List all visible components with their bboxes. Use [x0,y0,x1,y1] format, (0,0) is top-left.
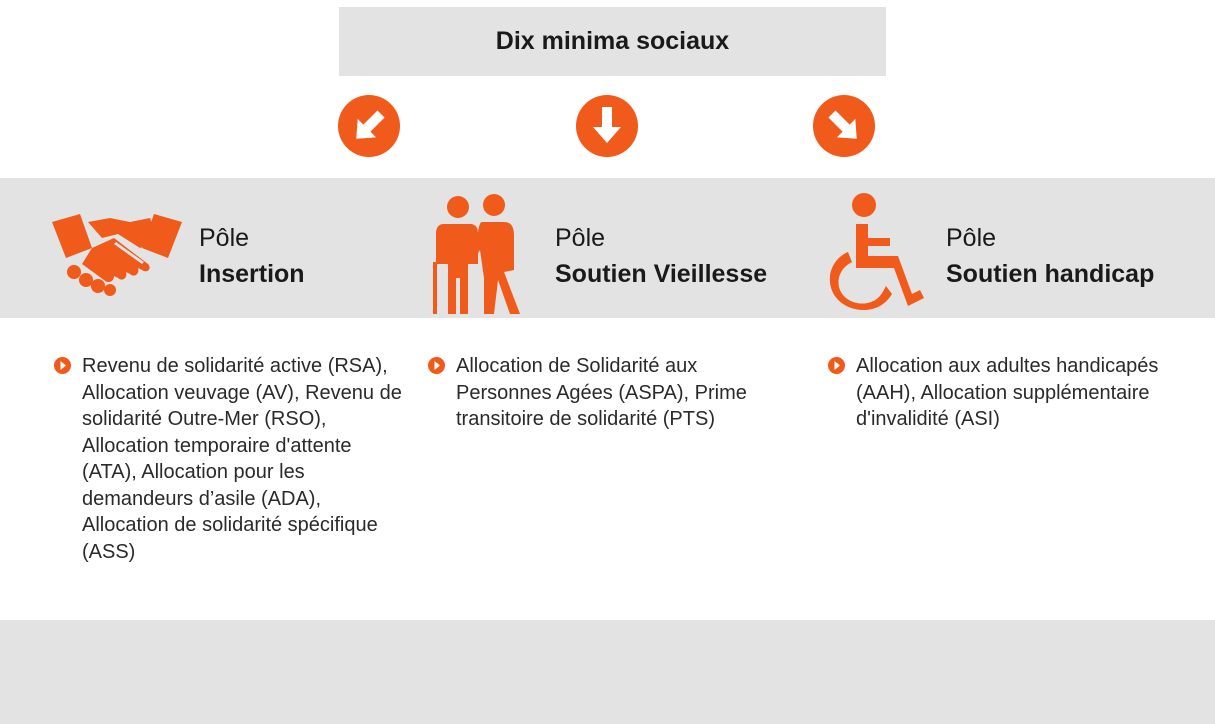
pole-kicker: Pôle [555,224,606,252]
arrow-down-icon [576,95,638,157]
list-item: Revenu de solidarité active (RSA), Alloc… [54,353,410,565]
pole-name: Insertion [199,260,305,288]
elderly-people-icon [424,190,524,314]
pole-soutien-vieillesse: Pôle Soutien Vieillesse [400,178,800,318]
bullet-icon [54,357,71,374]
handshake-icon [52,208,182,298]
pole-description: Revenu de solidarité active (RSA), Alloc… [82,355,402,563]
pole-kicker: Pôle [199,224,250,252]
pole-label: Pôle Soutien handicap [946,220,1154,292]
list-item: Allocation aux adultes handicapés (AAH),… [828,353,1168,433]
arrow-down-left-icon [338,95,400,157]
pole-soutien-handicap: Pôle Soutien handicap [800,178,1215,318]
poles-band: Pôle Insertion Pôle Soutien Viei [0,178,1215,318]
pole-name: Soutien handicap [946,260,1155,288]
bullet-icon [428,357,445,374]
pole-label: Pôle Soutien Vieillesse [555,220,767,292]
wheelchair-icon [828,188,928,312]
arrow-down-right-icon [813,95,875,157]
pole-label: Pôle Insertion [199,220,305,292]
list-item: Allocation de Solidarité aux Personnes A… [428,353,788,433]
bullet-icon [828,357,845,374]
pole-kicker: Pôle [946,224,997,252]
pole-name: Soutien Vieillesse [555,260,768,288]
pole-insertion: Pôle Insertion [0,178,400,318]
bottom-band [0,620,1215,724]
diagram-title: Dix minima sociaux [495,27,730,55]
pole-description: Allocation de Solidarité aux Personnes A… [456,355,747,430]
pole-description: Allocation aux adultes handicapés (AAH),… [856,355,1159,430]
title-box: Dix minima sociaux [339,7,886,76]
